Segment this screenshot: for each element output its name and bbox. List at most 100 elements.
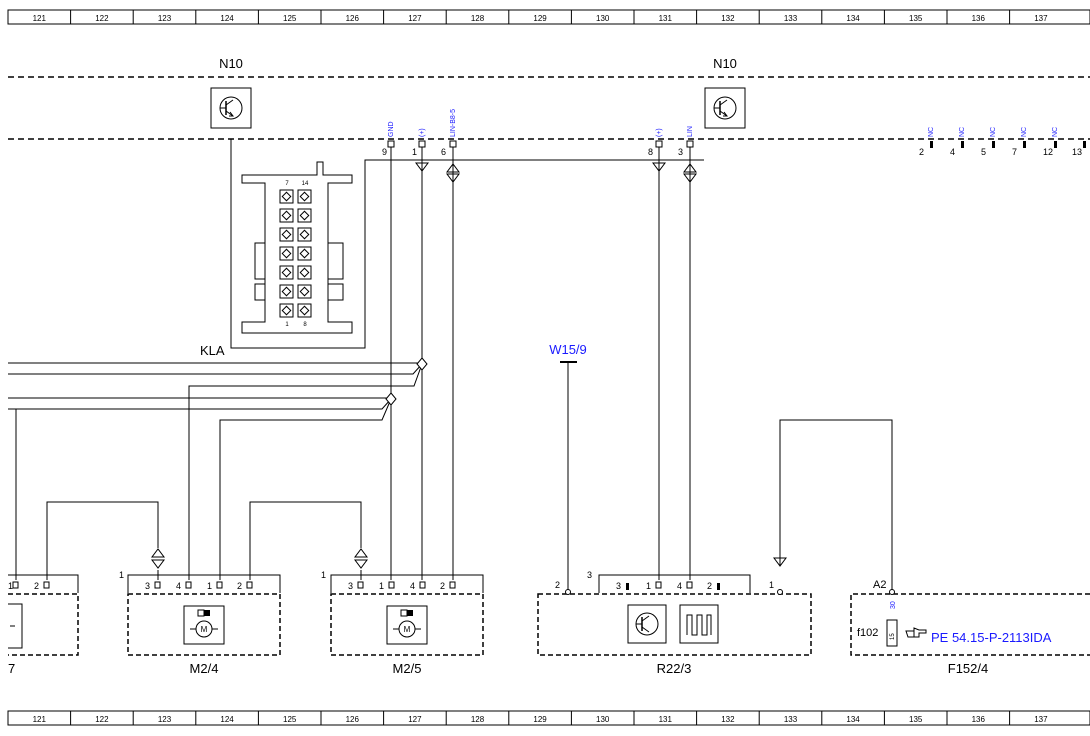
nc-pin-terminal xyxy=(1083,141,1086,148)
nc-pin-signal: NC xyxy=(1021,127,1028,137)
connector-cavity-inner xyxy=(281,210,292,221)
svg-text:8: 8 xyxy=(303,322,307,328)
svg-text:3: 3 xyxy=(348,581,353,591)
grid-column-label: 132 xyxy=(721,715,735,724)
n10-left-label: N10 xyxy=(219,56,243,71)
grid-column-label: 137 xyxy=(1034,715,1048,724)
nc-pin-signal: NC xyxy=(928,127,935,137)
grid-column-label: 135 xyxy=(909,14,923,23)
connector-cavity xyxy=(297,208,312,223)
grid-column-label: 124 xyxy=(220,14,234,23)
connector-cavity-inner xyxy=(281,191,292,202)
grid-column-label: 127 xyxy=(408,715,422,724)
svg-text:1: 1 xyxy=(8,581,13,591)
grid-column-label: 126 xyxy=(346,715,360,724)
nc-pin-terminal xyxy=(1023,141,1026,148)
svg-text:2: 2 xyxy=(440,581,445,591)
svg-text:A2: A2 xyxy=(873,579,886,591)
grid-column-label: 129 xyxy=(533,715,547,724)
connector-cavity-inner xyxy=(281,267,292,278)
svg-text:1: 1 xyxy=(412,147,417,157)
nc-pin-signal: NC xyxy=(959,127,966,137)
connector-cavity-inner xyxy=(299,210,310,221)
nc-pin-number: 7 xyxy=(1012,147,1017,157)
nc-pin-signal: NC xyxy=(1052,127,1059,137)
connector-cavity-inner xyxy=(299,248,310,259)
f152-4-label: F152/4 xyxy=(948,661,988,676)
svg-text:30: 30 xyxy=(890,601,897,609)
w15-9-label[interactable]: W15/9 xyxy=(549,342,587,357)
svg-text:3: 3 xyxy=(678,147,683,157)
nc-pin-number: 5 xyxy=(981,147,986,157)
connector-cavity-inner xyxy=(299,191,310,202)
nc-pin-terminal xyxy=(1054,141,1057,148)
svg-text:2: 2 xyxy=(237,581,242,591)
svg-text:1: 1 xyxy=(285,322,289,328)
grid-column-label: 121 xyxy=(33,715,47,724)
connector-cavity-inner xyxy=(299,305,310,316)
grid-column-label: 136 xyxy=(972,715,986,724)
motor-icon: M xyxy=(183,605,225,645)
svg-text:3: 3 xyxy=(587,570,592,580)
m2-5-component: 1 3 1 4 2 M M2/5 xyxy=(321,570,484,676)
connector-cavity-inner xyxy=(299,286,310,297)
connector-cavity xyxy=(297,189,312,204)
f152-4-component: A2 30 15 f102 PE 54.15-P-2113IDA F152/4 xyxy=(850,579,1090,676)
svg-text:4: 4 xyxy=(176,581,181,591)
left-partial-component: 1 2 7 xyxy=(8,574,79,676)
svg-text:1: 1 xyxy=(119,570,124,580)
grid-column-label: 130 xyxy=(596,715,610,724)
grid-column-label: 122 xyxy=(95,715,109,724)
hand-pointer-icon xyxy=(905,627,927,638)
transistor-icon xyxy=(627,604,667,644)
motor-icon: M xyxy=(386,605,428,645)
connector-cavity-inner xyxy=(281,248,292,259)
svg-text:8: 8 xyxy=(648,147,653,157)
connector-cavity xyxy=(279,208,294,223)
grid-column-label: 124 xyxy=(220,715,234,724)
connector-cavity xyxy=(279,265,294,280)
svg-text:f102: f102 xyxy=(857,627,878,639)
svg-text:2: 2 xyxy=(555,580,560,590)
connector-cavity-inner xyxy=(281,305,292,316)
connector-cavity xyxy=(297,284,312,299)
connector-cavity xyxy=(297,246,312,261)
splice-points xyxy=(385,357,428,406)
connector-cavity xyxy=(297,303,312,318)
connector-cavity xyxy=(279,189,294,204)
m2-5-label: M2/5 xyxy=(393,661,422,676)
grid-column-label: 134 xyxy=(846,14,860,23)
connector-cavity-inner xyxy=(299,267,310,278)
pe-reference-link[interactable]: PE 54.15-P-2113IDA xyxy=(931,630,1052,645)
grid-column-label: 133 xyxy=(784,715,798,724)
connector-cavity xyxy=(279,303,294,318)
svg-text:(+): (+) xyxy=(656,128,663,137)
n10-boundary xyxy=(8,76,1090,140)
svg-text:2: 2 xyxy=(34,581,39,591)
kla-label: KLA xyxy=(200,343,225,358)
svg-text:1: 1 xyxy=(207,581,212,591)
svg-text:(+): (+) xyxy=(419,128,426,137)
svg-text:M: M xyxy=(404,625,411,634)
grid-column-label: 127 xyxy=(408,14,422,23)
connector-cavity-inner xyxy=(281,286,292,297)
grid-column-label: 126 xyxy=(346,14,360,23)
r22-3-component: 2 3 3 1 4 2 1 R22/3 xyxy=(537,570,812,676)
nc-pin-number: 2 xyxy=(919,147,924,157)
grid-column-label: 122 xyxy=(95,14,109,23)
connector-cavity xyxy=(279,284,294,299)
svg-text:1: 1 xyxy=(321,570,326,580)
kla-connector-frame: KLA xyxy=(200,139,704,358)
svg-text:9: 9 xyxy=(382,147,387,157)
grid-column-label: 123 xyxy=(158,14,172,23)
transistor-icon xyxy=(704,87,746,129)
nc-pin-number: 4 xyxy=(950,147,955,157)
transistor-icon xyxy=(210,87,252,129)
grid-column-label: 129 xyxy=(533,14,547,23)
connector-cavity xyxy=(279,246,294,261)
connector-cavity-inner xyxy=(299,229,310,240)
nc-pin-number: 12 xyxy=(1043,147,1053,157)
svg-text:4: 4 xyxy=(677,581,682,591)
